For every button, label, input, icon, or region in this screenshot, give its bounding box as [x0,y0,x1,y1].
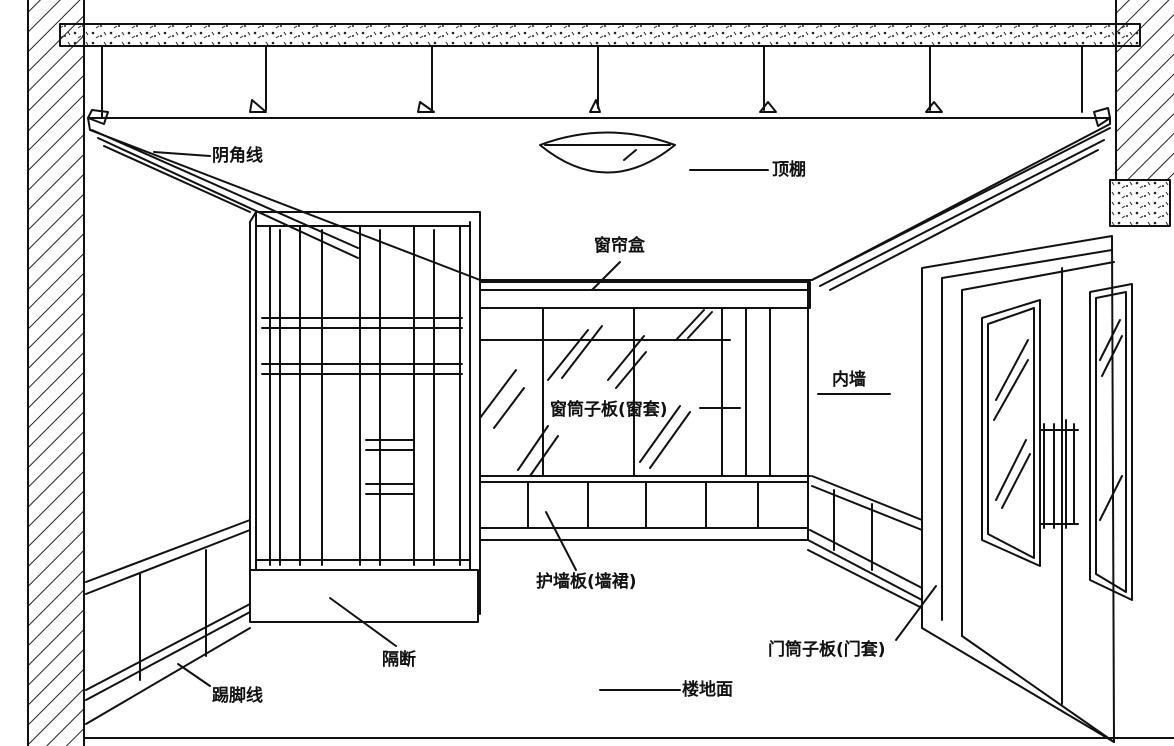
label-loudimian: 楼地面 [682,680,733,700]
wainscot-back [479,481,809,529]
door-handles [1043,419,1075,529]
window [479,307,771,477]
label-chuanglianhe: 窗帘盒 [594,236,645,256]
left-wall [28,0,84,746]
curtain-box [479,281,811,309]
label-neiqiang: 内墙 [832,370,866,390]
door-glass-right [1089,283,1133,601]
floor-slab [59,23,1141,47]
label-dingpeng: 顶棚 [772,160,806,180]
partition-base [249,569,479,623]
label-chuangtongziban: 窗筒子板(窗套) [550,400,668,420]
label-yinjiaoxian: 阴角线 [212,146,263,166]
door-glass-left [981,299,1041,567]
label-huqiangban: 护墙板(墙裙) [536,572,637,592]
door-casing [921,235,1115,743]
ceiling-lamp [539,131,676,174]
right-wall-beam [1109,179,1171,227]
label-geduan: 隔断 [382,650,416,670]
label-tijiaoxian: 踢脚线 [212,686,263,706]
label-mentongziban: 门筒子板(门套) [768,640,886,660]
